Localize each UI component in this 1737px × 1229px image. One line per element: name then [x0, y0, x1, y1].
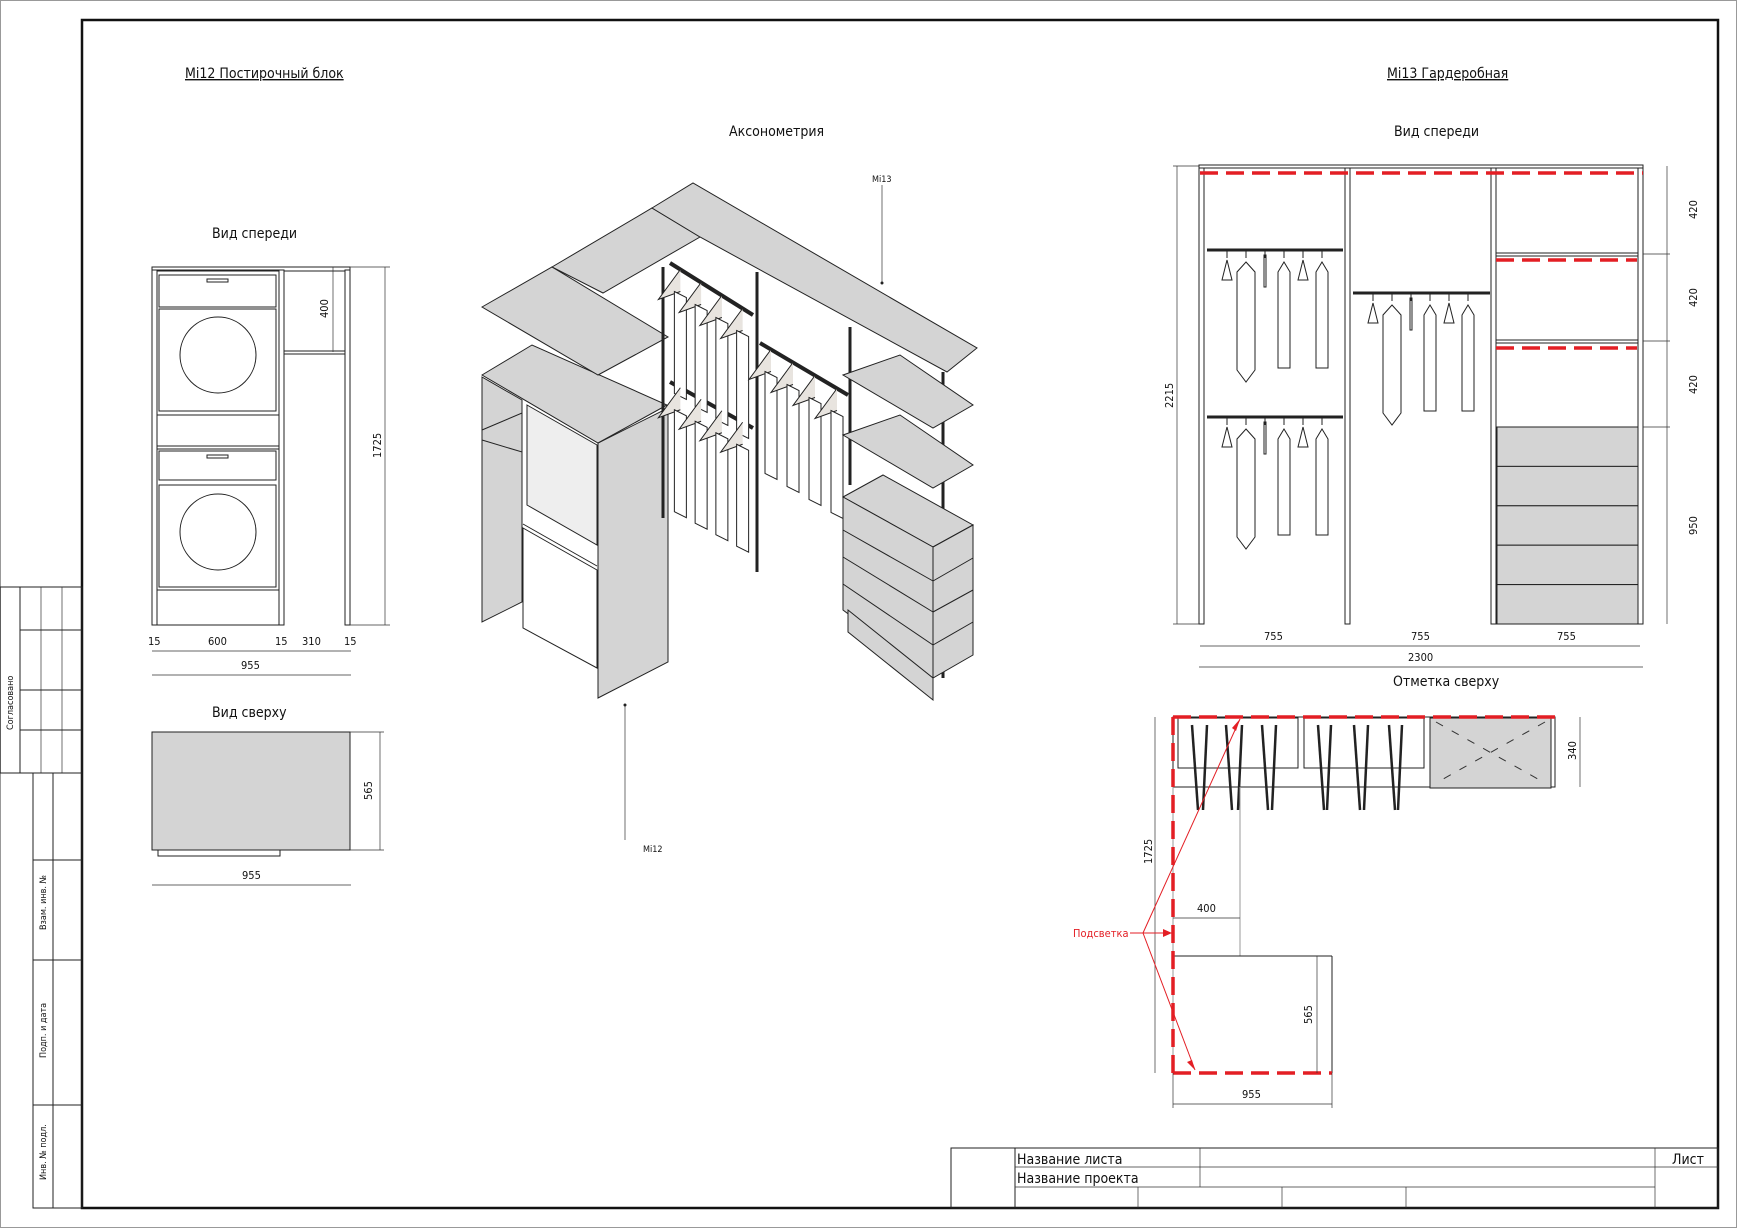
- mi13-dim-height: 2215: [1163, 383, 1176, 408]
- stamp-sign-date-label: Подп. и дата: [39, 1003, 49, 1058]
- hanger-top: [1190, 724, 1200, 811]
- hanger-top: [1270, 724, 1278, 811]
- mi12-top-dim-depth: 565: [362, 781, 375, 800]
- side-stamp: Согласовано Взам. инв. № Подп. и дата Ин…: [0, 586, 83, 1209]
- mi13-title: Mi13 Гардеробная: [1387, 66, 1508, 82]
- drawer-front: [1496, 505, 1639, 546]
- drawer-front: [1496, 584, 1639, 625]
- mi12-front-view: 15 600 15 310 15 955 1725 400: [148, 266, 390, 676]
- garment: [808, 396, 822, 507]
- hanger-side: [1263, 254, 1267, 288]
- sheet-number-label: Лист: [1672, 1152, 1704, 1168]
- coat: [1236, 261, 1256, 383]
- axon-title: Аксонометрия: [729, 124, 824, 140]
- project-name-label: Название проекта: [1017, 1171, 1139, 1187]
- garment: [673, 408, 687, 519]
- stamp-inv-orig-label: Инв. № подл.: [39, 1124, 49, 1180]
- trousers: [1315, 261, 1329, 369]
- drawer-front: [1496, 426, 1639, 467]
- hanger-top: [1316, 724, 1326, 811]
- trousers: [1315, 428, 1329, 536]
- mi12-title: Mi12 Постирочный блок: [185, 66, 344, 82]
- mi12-dim-600: 600: [208, 635, 227, 648]
- hanger: [1297, 426, 1309, 448]
- mi13-top-view: 340 1725 400 565 955: [1130, 715, 1581, 1108]
- mi12-dim-shelf: 400: [318, 299, 331, 318]
- garment: [694, 420, 708, 531]
- mi13-front-view: 2215 420 420 420 950 755 755 755 2300: [1163, 164, 1700, 668]
- hanger: [1221, 259, 1233, 281]
- mi12-top-dim-width: 955: [242, 869, 261, 882]
- mi13-dim-s3: 755: [1557, 630, 1576, 643]
- garment: [830, 409, 844, 520]
- hanger-top: [1387, 724, 1397, 811]
- hanger: [1221, 426, 1233, 448]
- mi13-top-dim-block-width: 955: [1242, 1088, 1261, 1101]
- mi13-top-dim-length: 1725: [1142, 839, 1155, 864]
- mi12-top-view-title: Вид сверху: [212, 705, 287, 721]
- garment: [736, 443, 750, 554]
- garment: [715, 316, 729, 427]
- hanger-top: [1325, 724, 1333, 811]
- hanger: [1443, 302, 1455, 324]
- garment: [673, 290, 687, 401]
- garment: [736, 329, 750, 440]
- hanger-top: [1201, 724, 1209, 811]
- coat: [1236, 428, 1256, 550]
- mi13-front-view-title: Вид спереди: [1394, 124, 1479, 140]
- mi13-dim-r4: 950: [1687, 516, 1700, 535]
- hanger: [1297, 259, 1309, 281]
- trousers: [1461, 304, 1475, 412]
- axon-tag-mi12: Mi12: [643, 845, 663, 855]
- hanger-side: [1263, 421, 1267, 455]
- mi12-dim-height: 1725: [371, 433, 384, 458]
- mi12-front-view-title: Вид спереди: [212, 226, 297, 242]
- mi13-dim-s2: 755: [1411, 630, 1430, 643]
- mi12-top-view: 565 955: [151, 731, 384, 886]
- hanger-top: [1260, 724, 1270, 811]
- axon-tag-mi13: Mi13: [872, 175, 892, 185]
- stamp-replaces-inv-label: Взам. инв. №: [39, 874, 49, 930]
- mi12-dim-total: 955: [241, 659, 260, 672]
- washer-door: [179, 316, 257, 394]
- mi13-top-dim-passage: 400: [1197, 902, 1216, 915]
- stamp-agreed-label: Согласовано: [6, 676, 16, 730]
- mi12-dim-15c: 15: [344, 635, 357, 648]
- coat: [1382, 304, 1402, 426]
- hanger-top: [1224, 724, 1234, 811]
- mi12-dim-15b: 15: [275, 635, 288, 648]
- mi13-top-dim-depth: 340: [1566, 741, 1579, 760]
- hanger-top: [1352, 724, 1362, 811]
- mi13-top-view-title: Отметка сверху: [1393, 674, 1500, 690]
- garment: [764, 370, 778, 481]
- dryer-door: [179, 493, 257, 571]
- garment: [715, 431, 729, 542]
- mi13-top-dim-block-depth: 565: [1302, 1005, 1315, 1024]
- garment: [786, 383, 800, 494]
- mi13-dim-r2: 420: [1687, 288, 1700, 307]
- hanger-top: [1396, 724, 1404, 811]
- trousers: [1277, 261, 1291, 369]
- title-block: Название листа Название проекта Лист: [950, 1147, 1719, 1209]
- lighting-label: Подсветка: [1073, 927, 1129, 940]
- hanger: [1367, 302, 1379, 324]
- mi12-dim-15a: 15: [148, 635, 161, 648]
- drawer-front: [1496, 544, 1639, 586]
- mi13-dim-r3: 420: [1687, 375, 1700, 394]
- mi13-dim-s1: 755: [1264, 630, 1283, 643]
- drawer-front: [1496, 465, 1639, 507]
- mi13-dim-total: 2300: [1408, 651, 1433, 664]
- trousers: [1423, 304, 1437, 412]
- hanger-top: [1236, 724, 1244, 811]
- garment: [694, 303, 708, 414]
- mi13-dim-r1: 420: [1687, 200, 1700, 219]
- mi12-dim-310: 310: [302, 635, 321, 648]
- sheet-name-label: Название листа: [1017, 1152, 1122, 1168]
- hanger-top: [1362, 724, 1370, 811]
- trousers: [1277, 428, 1291, 536]
- axonometric-view: [481, 182, 978, 840]
- hanger-side: [1409, 297, 1413, 331]
